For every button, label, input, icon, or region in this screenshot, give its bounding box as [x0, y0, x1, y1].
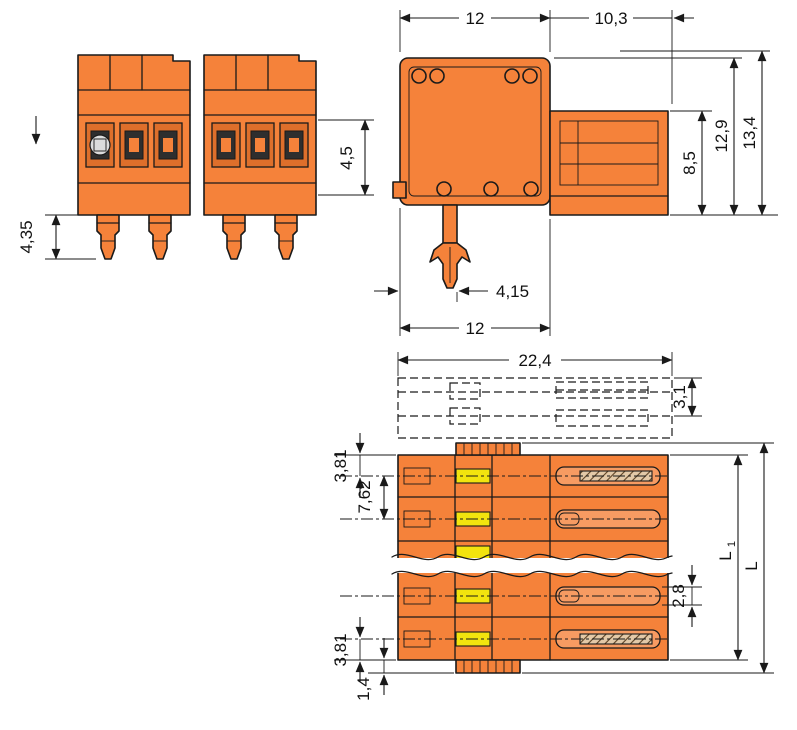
dim-label-l1-sub: 1 [726, 541, 738, 547]
dim-label-13-4: 13,4 [740, 116, 759, 149]
dim-label-7-62: 7,62 [355, 480, 374, 513]
dim-label-4-5: 4,5 [337, 146, 356, 170]
connector-front-view-1 [77, 54, 191, 260]
dim-mating-strip-height: 3,1 [670, 377, 702, 417]
dim-label-3-1: 3,1 [670, 385, 689, 409]
dim-label-10-3: 10,3 [594, 9, 627, 28]
side-notch [392, 181, 407, 199]
dim-pin-length: 4,35 [17, 214, 96, 260]
dim-edge-to-first-center: 3,81 [331, 433, 396, 498]
dim-label-3-81-bottom: 3,81 [331, 633, 350, 666]
dim-label-4-15: 4,15 [496, 282, 529, 301]
dim-label-3-81-top: 3,81 [331, 449, 350, 482]
screw-contact-detail [89, 134, 111, 156]
dim-last-center-to-edge: 3,81 [331, 617, 396, 682]
dim-pole-pitch: 7,62 [355, 475, 389, 520]
dim-label-12-top: 12 [466, 9, 485, 28]
dim-width-bottom: 12 [399, 219, 551, 338]
dim-label-22-4: 22,4 [518, 351, 551, 370]
snap-in-foot [429, 204, 471, 289]
dim-overall-width: 22,4 [397, 351, 673, 376]
coding-tab-bottom [455, 659, 521, 674]
mating-plug-dashed-view: 22,4 3,1 [397, 351, 702, 439]
dim-label-12-9: 12,9 [712, 119, 731, 152]
connector-front-view-2 [203, 54, 317, 260]
dim-tab-height: 1,4 [354, 638, 454, 701]
dim-label-1-4: 1,4 [354, 677, 373, 701]
dim-flange-width: 10,3 [550, 9, 694, 104]
break-lines [390, 553, 674, 578]
dim-height-inner: 12,9 [554, 57, 742, 216]
plan-body [397, 454, 669, 661]
dim-label-8-5: 8,5 [680, 151, 699, 175]
dim-slot-height: 2,8 [662, 565, 702, 627]
dim-height-total: 13,4 [620, 50, 770, 216]
dim-latch-offset: 4,15 [374, 208, 529, 336]
dim-width-top: 12 [399, 9, 551, 52]
dim-contact-zone-height: 4,5 [318, 119, 374, 196]
contact-spring [455, 545, 491, 561]
coding-tab-top [455, 442, 521, 456]
dim-label-2-8: 2,8 [669, 584, 688, 608]
front-views: 4,5 4,35 [17, 54, 374, 260]
side-view: 12 10,3 8,5 12,9 13,4 [374, 9, 778, 338]
dim-label-l: L [742, 561, 761, 570]
dim-label-12-bottom: 12 [466, 319, 485, 338]
plan-view: 3,81 7,62 3,81 1,4 2,8 [331, 433, 774, 701]
dim-label-l1-base: L [716, 551, 735, 560]
dim-length-l1: L 1 [670, 454, 748, 661]
dim-length-l: L [522, 442, 774, 674]
side-flange [549, 110, 669, 216]
dim-label-4-35: 4,35 [17, 220, 36, 253]
